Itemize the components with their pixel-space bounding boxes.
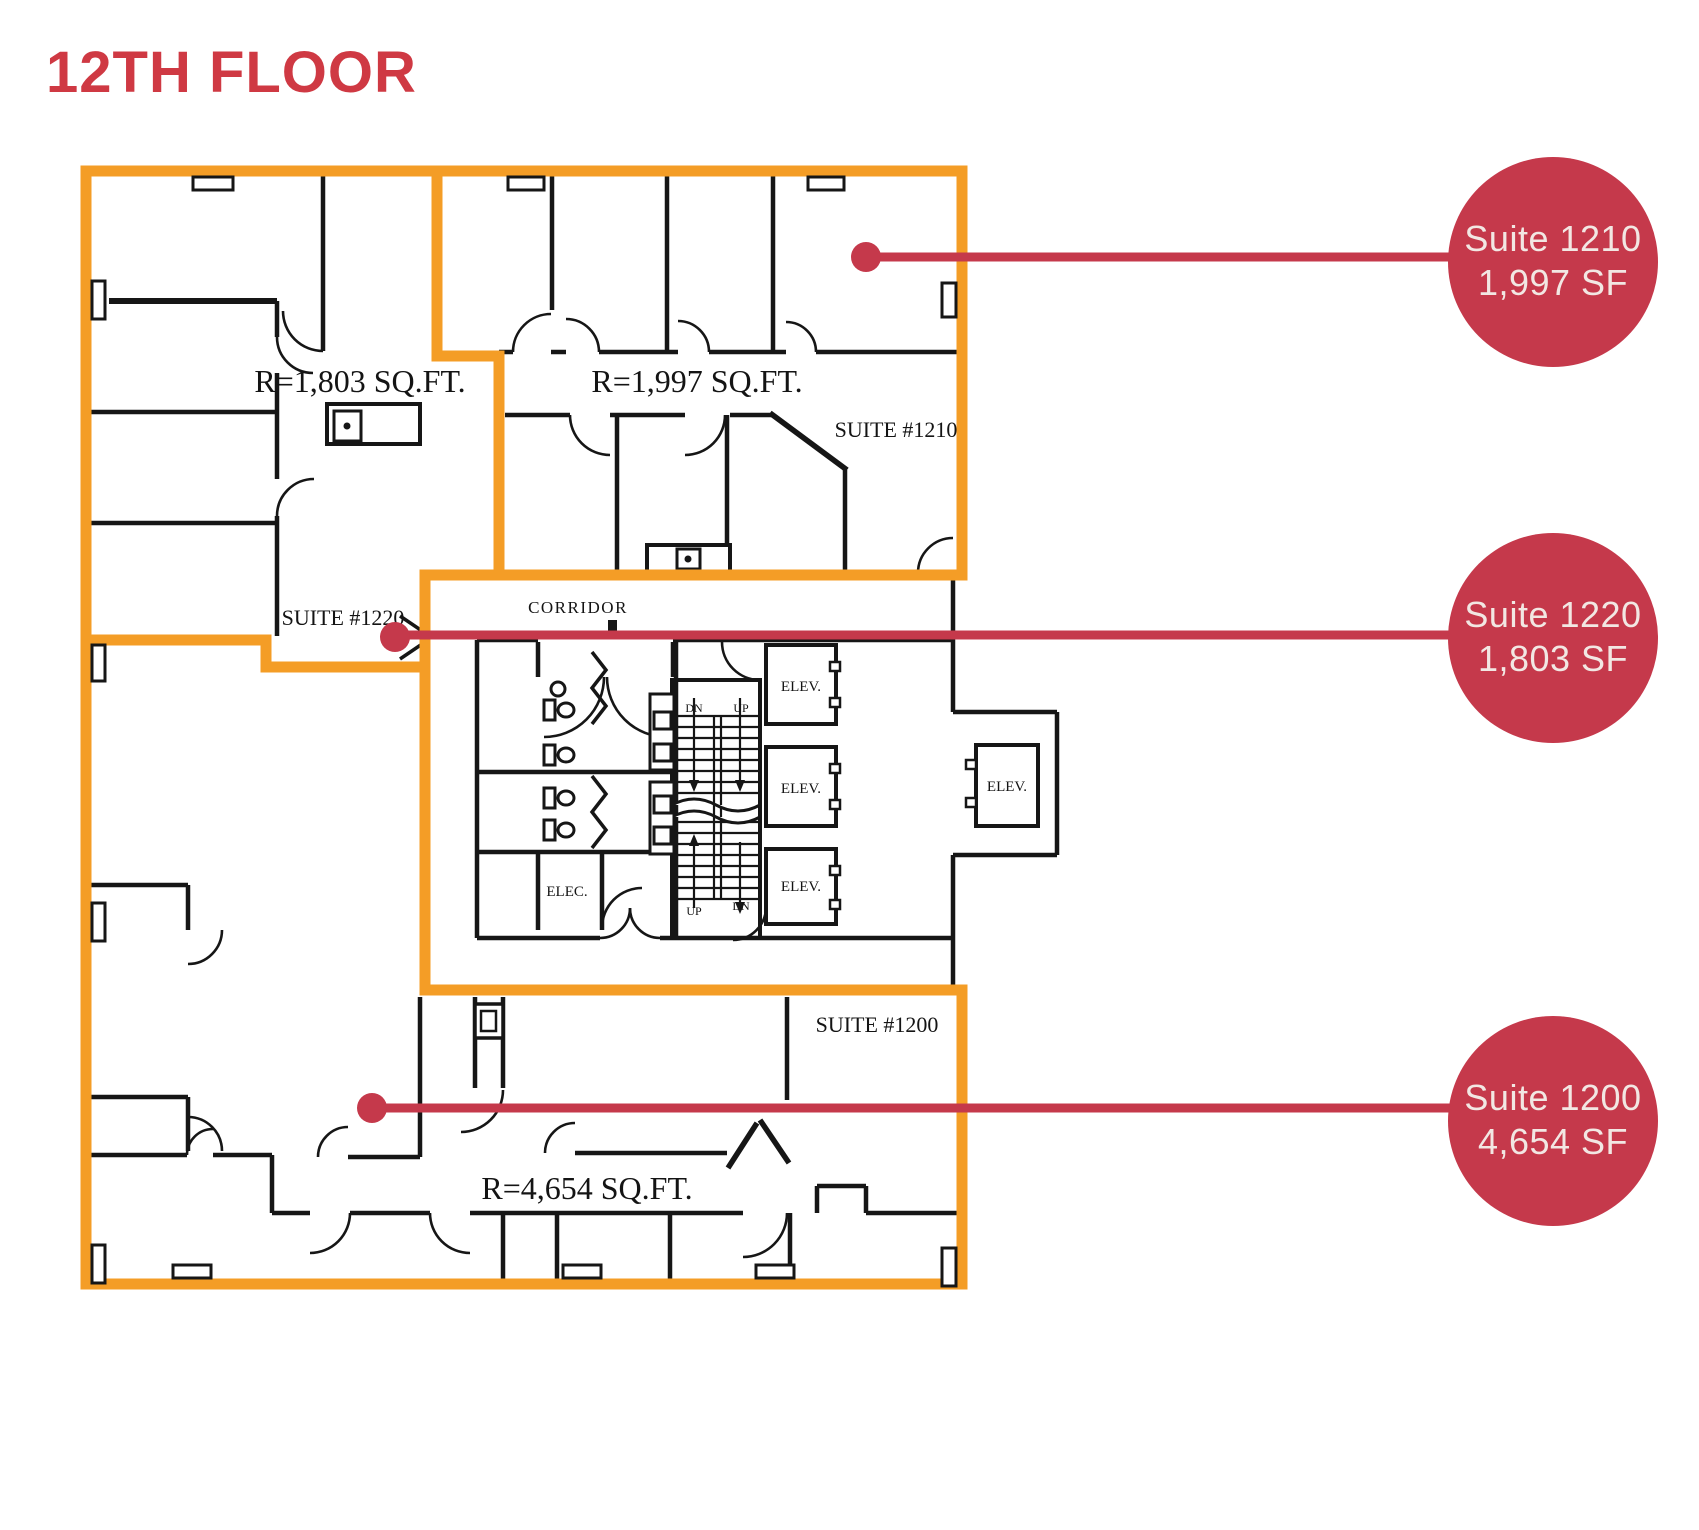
callout-bubble bbox=[1448, 533, 1658, 743]
suite-1210-area-label: R=1,997 SQ.FT. bbox=[591, 363, 802, 399]
stairwell bbox=[670, 678, 762, 940]
elevator-label-4: ELEV. bbox=[987, 779, 1027, 795]
elevator-label-3: ELEV. bbox=[781, 879, 821, 895]
suite-lease-boundaries bbox=[80, 165, 968, 1290]
suite-1200-area-label: R=4,654 SQ.FT. bbox=[481, 1170, 692, 1206]
stairs-up-top-label: UP bbox=[733, 701, 749, 715]
elevator-label-1: ELEV. bbox=[781, 679, 821, 695]
suite1220-bottom bbox=[80, 634, 431, 673]
interior-walls bbox=[86, 173, 1060, 1282]
callout-suite-name: Suite 1200 bbox=[1464, 1077, 1641, 1118]
stairs-dn-bottom-label: DN bbox=[732, 899, 750, 913]
callout-suite-area: 4,654 SF bbox=[1478, 1121, 1628, 1162]
window-notches bbox=[90, 175, 958, 1288]
callout-anchor-dot bbox=[380, 622, 410, 652]
suite-1220-name-label: SUITE #1220 bbox=[282, 605, 405, 630]
stairs-dn-top-label: DN bbox=[685, 701, 703, 715]
callout-anchor-dot bbox=[851, 242, 881, 272]
callout-suite-1200: Suite 1200 4,654 SF bbox=[357, 1016, 1658, 1226]
callout-anchor-dot bbox=[357, 1093, 387, 1123]
callout-bubble bbox=[1448, 157, 1658, 367]
suite-1200-name-label: SUITE #1200 bbox=[816, 1012, 939, 1037]
callout-suite-1210: Suite 1210 1,997 SF bbox=[851, 157, 1658, 367]
corridor-label: CORRIDOR bbox=[528, 598, 628, 617]
suite-1220-area-label: R=1,803 SQ.FT. bbox=[254, 363, 465, 399]
restroom-fixtures bbox=[542, 650, 676, 856]
stairs-up-bottom-label: UP bbox=[686, 904, 702, 918]
door-swing-arcs bbox=[185, 310, 954, 1259]
elevator-shafts bbox=[764, 643, 1040, 926]
electrical-label: ELEC. bbox=[546, 884, 587, 900]
callout-suite-name: Suite 1210 bbox=[1464, 218, 1641, 259]
page-title: 12TH FLOOR bbox=[46, 40, 417, 105]
callout-suite-name: Suite 1220 bbox=[1464, 594, 1641, 635]
elevator-label-2: ELEV. bbox=[781, 781, 821, 797]
callout-suite-1220: Suite 1220 1,803 SF bbox=[380, 533, 1658, 743]
suite-1210-name-label: SUITE #1210 bbox=[835, 417, 958, 442]
callout-suite-area: 1,803 SF bbox=[1478, 638, 1628, 679]
callout-bubble bbox=[1448, 1016, 1658, 1226]
callout-suite-area: 1,997 SF bbox=[1478, 262, 1628, 303]
divider-1220-1210 bbox=[431, 165, 505, 581]
